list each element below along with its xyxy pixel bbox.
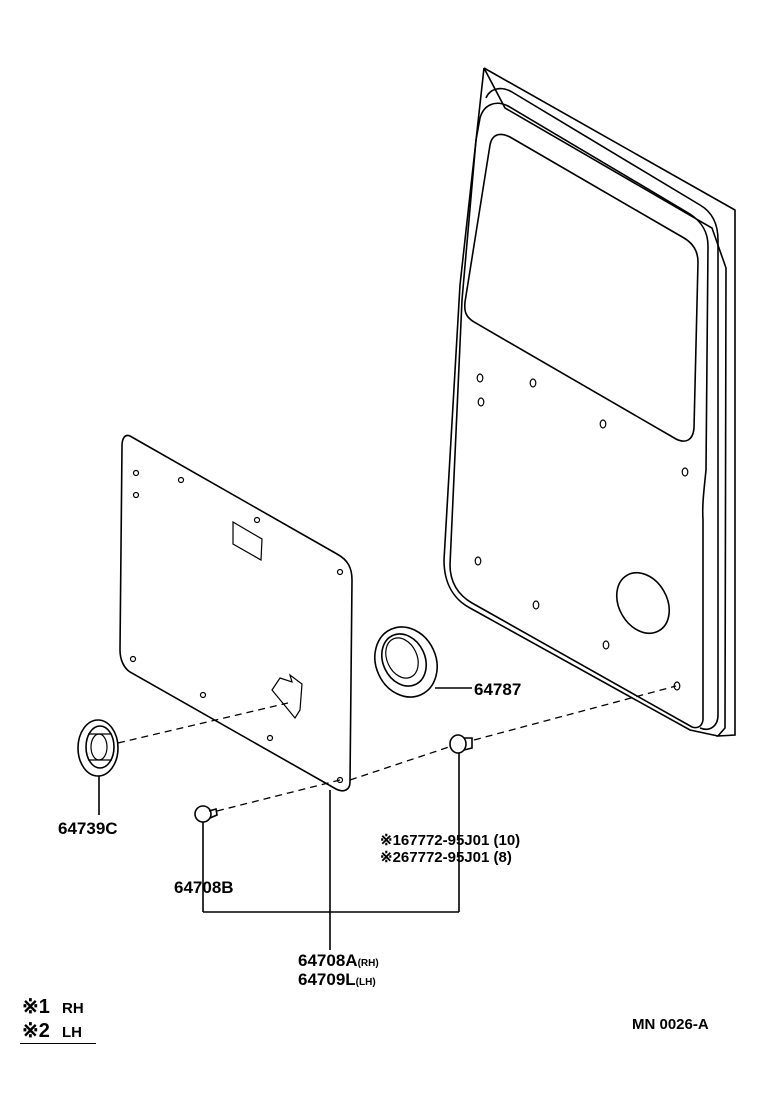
screw-leader-dashed [349,685,677,781]
legend-underline [20,1043,96,1044]
door-shell [443,67,736,737]
legend: ※1 RH ※2 LH [22,996,84,1044]
speaker-leader-dashed [117,702,289,744]
trim-board-cutout [232,520,263,562]
speaker-opening [271,673,303,720]
clip-leader-dashed [216,779,341,812]
grommet-part [374,626,472,698]
legend-mark: ※2 [22,1020,50,1042]
speaker-cover-part [77,719,119,815]
legend-mark: ※1 [22,996,50,1018]
screw-part [449,734,473,912]
door-holes [474,373,689,691]
legend-row-lh: ※2 LH [22,1020,84,1044]
clip-part [194,805,218,912]
label-screw-rh: ※167772-95J01 (10) [380,832,520,849]
label-screw-lh: ※267772-95J01 (8) [380,849,512,866]
label-board-rh: 64708A(RH) [298,951,379,970]
label-grommet: 64787 [474,680,521,699]
label-speaker-cover: 64739C [58,819,118,838]
legend-text: LH [62,1024,82,1041]
label-board-lh: 64709L(LH) [298,970,376,989]
trim-board-holes [129,469,344,784]
label-clip: 64708B [174,878,234,897]
trim-board [119,434,353,792]
legend-row-rh: ※1 RH [22,996,84,1020]
diagram-code: MN 0026-A [632,1016,709,1033]
legend-text: RH [62,1000,84,1017]
